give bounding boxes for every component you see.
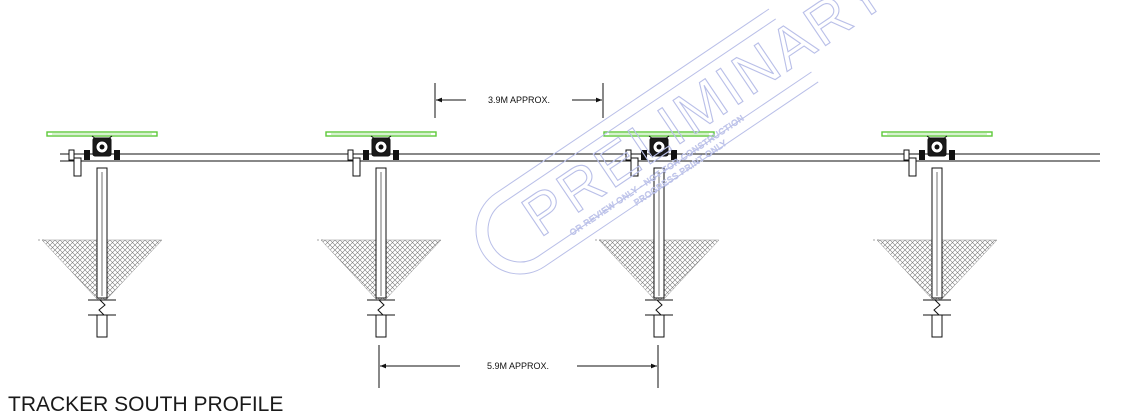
damper-clamp bbox=[68, 149, 75, 161]
module-rail bbox=[370, 135, 392, 140]
panel-gap-label: 3.9M APPROX. bbox=[488, 95, 550, 105]
module-rail bbox=[926, 135, 948, 140]
pile-assembly-2 bbox=[317, 131, 442, 338]
damper-arm bbox=[908, 157, 917, 177]
bearing-center bbox=[934, 144, 940, 150]
pile-assembly-1 bbox=[38, 131, 163, 338]
bracket-bolt-left bbox=[84, 150, 90, 160]
torque-tube bbox=[60, 153, 1100, 162]
watermark-title: PRELIMINARY PR bbox=[511, 0, 987, 249]
break-symbol bbox=[933, 299, 941, 316]
pile-spacing-label: 5.9M APPROX. bbox=[487, 361, 549, 371]
break-symbol bbox=[98, 299, 106, 316]
bracket-bolt-left bbox=[919, 150, 925, 160]
bracket-bolt-right bbox=[114, 150, 120, 160]
pile-stub bbox=[931, 314, 943, 338]
damper-arm bbox=[630, 157, 639, 177]
pile-stub bbox=[96, 314, 108, 338]
bracket-bolt-left bbox=[363, 150, 369, 160]
pile-stub bbox=[375, 314, 387, 338]
damper-clamp bbox=[625, 149, 632, 161]
break-symbol bbox=[377, 299, 385, 316]
pile-assemblies bbox=[38, 131, 998, 338]
damper-clamp bbox=[347, 149, 354, 161]
bearing-center bbox=[99, 144, 105, 150]
break-symbol bbox=[655, 299, 663, 316]
panel-gap-dimension: 3.9M APPROX. bbox=[434, 83, 604, 118]
damper-arm bbox=[73, 157, 82, 177]
module-rail bbox=[91, 135, 113, 140]
module-rail bbox=[648, 135, 670, 140]
bearing-center bbox=[656, 144, 662, 150]
damper-clamp bbox=[903, 149, 910, 161]
bracket-bolt-right bbox=[949, 150, 955, 160]
bearing-center bbox=[378, 144, 384, 150]
pile-spacing-dimension: 5.9M APPROX. bbox=[378, 345, 659, 388]
damper-arm bbox=[352, 157, 361, 177]
bracket-bolt-right bbox=[671, 150, 677, 160]
pile-assembly-3 bbox=[595, 131, 720, 338]
bracket-bolt-right bbox=[393, 150, 399, 160]
bracket-bolt-left bbox=[641, 150, 647, 160]
drawing-caption: TRACKER SOUTH PROFILE bbox=[8, 393, 284, 416]
pile-stub bbox=[653, 314, 665, 338]
pile-assembly-4 bbox=[873, 131, 998, 338]
